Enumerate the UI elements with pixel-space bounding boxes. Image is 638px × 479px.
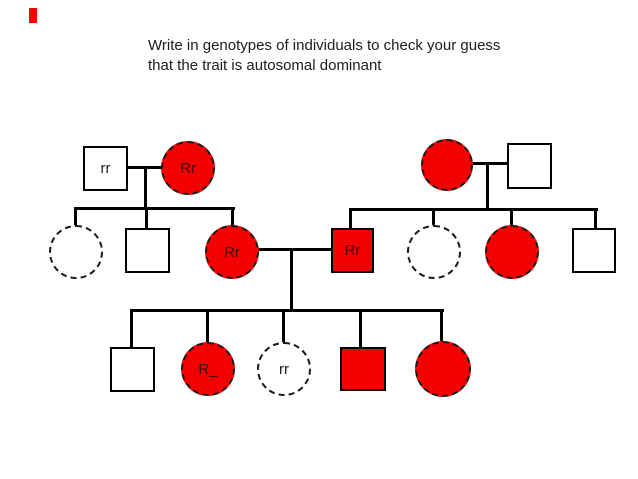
offspring-drop-line xyxy=(594,209,597,230)
individual-II-5-female-unaffected xyxy=(407,225,461,279)
slide-accent-mark xyxy=(29,8,37,23)
individual-III-5-female-affected xyxy=(415,341,471,397)
sibship-line-gen2-left xyxy=(74,207,235,210)
slide-title-line1: Write in genotypes of individuals to che… xyxy=(148,37,501,54)
descent-line-gen1-left xyxy=(144,167,147,210)
genotype-label: rr xyxy=(279,360,289,378)
individual-II-7-male-unaffected xyxy=(572,228,616,273)
individual-III-4-male-affected xyxy=(340,347,386,391)
individual-II-1-female-unaffected xyxy=(49,225,103,279)
individual-II-3-female-affected: Rr xyxy=(205,225,259,279)
individual-I-3-female-affected xyxy=(421,139,473,191)
slide-title-line2: that the trait is autosomal dominant xyxy=(148,57,382,74)
individual-II-4-male-affected: Rr xyxy=(331,228,374,273)
slide-title: Write in genotypes of individuals to che… xyxy=(148,36,568,76)
genotype-label: rr xyxy=(100,160,111,177)
sibship-line-gen3 xyxy=(130,309,444,312)
offspring-drop-line xyxy=(206,310,209,343)
individual-III-3-female-unaffected: rr xyxy=(257,342,311,396)
individual-I-2-female-affected: Rr xyxy=(161,141,215,195)
individual-II-2-male-unaffected xyxy=(125,228,170,273)
offspring-drop-line xyxy=(432,209,435,226)
genotype-label: Rr xyxy=(224,243,240,261)
descent-line-gen1-right xyxy=(486,163,489,210)
offspring-drop-line xyxy=(440,310,443,342)
descent-line-gen2-central xyxy=(290,249,293,312)
offspring-drop-line xyxy=(74,208,77,227)
marriage-line-gen1-right xyxy=(471,162,509,165)
offspring-drop-line xyxy=(510,209,513,226)
offspring-drop-line xyxy=(130,310,133,348)
individual-III-1-male-unaffected xyxy=(110,347,155,392)
offspring-drop-line xyxy=(231,208,234,227)
offspring-drop-line xyxy=(282,310,285,343)
offspring-drop-line xyxy=(349,209,352,230)
offspring-drop-line xyxy=(145,208,148,229)
sibship-line-gen2-right xyxy=(349,208,598,211)
individual-I-4-male-unaffected xyxy=(507,143,552,189)
genotype-label: R_ xyxy=(198,360,218,378)
genotype-label: Rr xyxy=(344,242,361,259)
offspring-drop-line xyxy=(359,310,362,348)
individual-II-6-female-affected xyxy=(485,225,539,279)
marriage-line-gen2-central xyxy=(257,248,333,251)
genotype-label: Rr xyxy=(180,159,196,177)
individual-III-2-female-affected: R_ xyxy=(181,342,235,396)
individual-I-1-male-unaffected: rr xyxy=(83,146,128,191)
